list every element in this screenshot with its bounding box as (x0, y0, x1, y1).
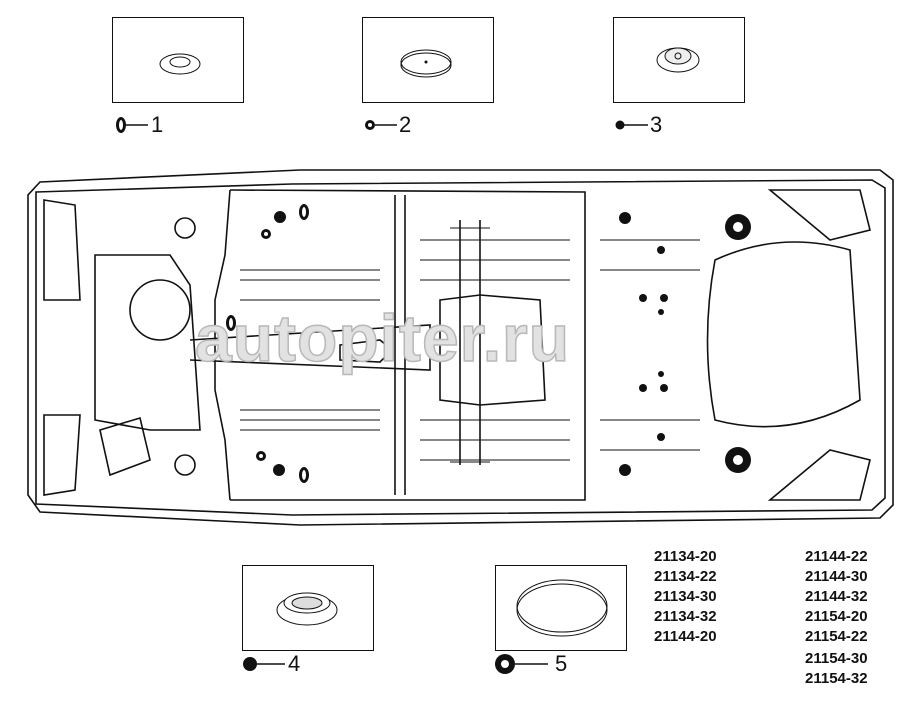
model-code: 21134-30 (654, 588, 717, 605)
model-code: 21144-20 (654, 628, 717, 645)
part-3-image (613, 17, 745, 103)
model-code: 21154-20 (805, 608, 868, 625)
model-code: 21134-22 (654, 568, 717, 585)
watermark: autopiter.ru (194, 300, 571, 376)
hole-marker-4 (274, 211, 286, 223)
hole-marker-4 (619, 212, 631, 224)
plug-1-drawing (159, 53, 201, 75)
callout-1: 1 (151, 112, 164, 137)
callout-3: 3 (650, 112, 663, 137)
marker-3-icon (615, 120, 625, 130)
hole-marker-4 (273, 464, 285, 476)
callout-2: 2 (399, 112, 412, 137)
model-codes-right: 21144-22 21144-30 21144-32 21154-20 2115… (805, 547, 868, 689)
model-code: 21144-30 (805, 568, 868, 585)
model-codes-left: 21134-20 21134-22 21134-30 21134-32 2114… (654, 547, 717, 647)
model-code: 21144-32 (805, 588, 868, 605)
part-4-image (242, 565, 374, 651)
model-code: 21134-32 (654, 608, 717, 625)
model-code: 21134-20 (654, 548, 717, 565)
part-5-image (495, 565, 627, 651)
callout-4: 4 (288, 651, 301, 676)
part-2-image (362, 17, 494, 103)
part-1-image (112, 17, 244, 103)
model-code: 21154-32 (805, 670, 868, 687)
plug-3-drawing (656, 47, 700, 73)
cap-5-drawing (516, 579, 608, 637)
model-code: 21144-22 (805, 548, 868, 565)
callout-5: 5 (555, 651, 568, 676)
model-code: 21154-30 (805, 650, 868, 667)
marker-4-icon (243, 657, 257, 671)
hole-marker-4 (619, 464, 631, 476)
grommet-4-drawing (276, 592, 338, 626)
model-code: 21154-22 (805, 628, 868, 645)
plug-2-drawing (400, 49, 452, 78)
